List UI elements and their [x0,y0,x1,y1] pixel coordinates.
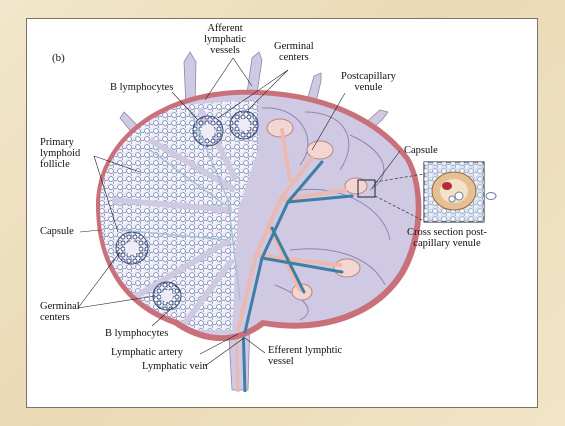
label-primary-lymphoid-follicle: Primary lymphoid follicle [40,137,80,170]
cross-section-inset [424,162,496,222]
label-cross-section: Cross section post- capillary venule [407,227,487,249]
label-lymphatic-vein: Lymphatic vein [142,361,208,372]
label-capsule-right: Capsule [404,145,438,156]
label-germinal-centers-top: Germinal centers [274,41,314,63]
label-postcapillary-venule: Postcapillary venule [341,71,396,93]
label-afferent-vessels: Afferent lymphatic vessels [204,23,246,56]
label-efferent-vessel: Efferent lymphtic vessel [268,345,342,367]
label-germinal-centers-bottom: Germinal centers [40,301,80,323]
label-lymphatic-artery: Lymphatic artery [111,347,183,358]
label-capsule-left: Capsule [40,226,74,237]
label-b-lymphocytes-top: B lymphocytes [110,82,173,93]
panel-label: (b) [52,53,65,64]
label-b-lymphocytes-bottom: B lymphocytes [105,328,168,339]
